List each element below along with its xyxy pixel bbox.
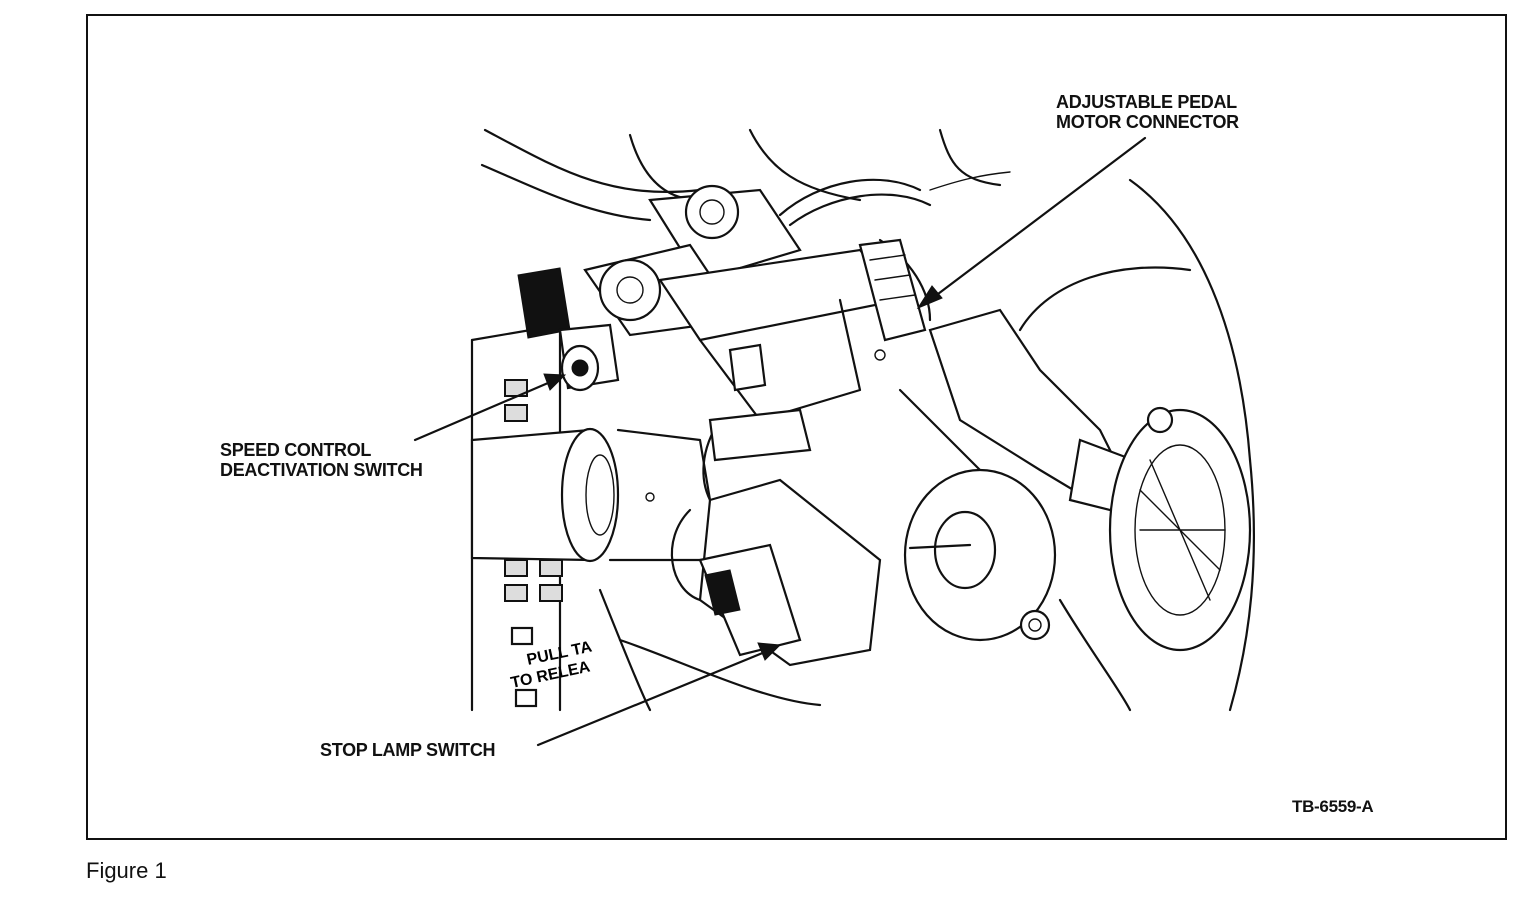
panel-slot	[504, 559, 528, 577]
label-line: ADJUSTABLE PEDAL	[1056, 92, 1237, 112]
pedal-connector-leader	[928, 136, 1147, 302]
bolt	[1146, 406, 1174, 434]
arrowhead	[543, 373, 567, 391]
adjustable-pedal-label: ADJUSTABLE PEDAL MOTOR CONNECTOR	[1056, 92, 1239, 132]
callout-arrows	[413, 136, 1147, 747]
panel-slot	[504, 584, 528, 602]
speed-control-label: SPEED CONTROL DEACTIVATION SWITCH	[220, 440, 423, 480]
stop-lamp-switch	[670, 408, 882, 667]
label-line: SPEED CONTROL	[220, 440, 372, 460]
label-line: MOTOR CONNECTOR	[1056, 112, 1239, 132]
hex-nut	[728, 343, 767, 392]
lower-outline	[598, 588, 1132, 712]
speed-control-deactivation-switch	[517, 267, 620, 392]
panel-slot	[539, 559, 563, 577]
figure-frame	[86, 14, 1507, 840]
pedal-bracket	[480, 128, 1002, 422]
stop-lamp-label: STOP LAMP SWITCH	[320, 740, 496, 760]
pedal-arm	[898, 178, 1256, 712]
figure-code: TB-6559-A	[1292, 797, 1374, 816]
panel-slot	[514, 688, 538, 708]
adjustable-pedal-motor-connector	[858, 238, 927, 342]
dash-panel	[470, 323, 563, 712]
bolt	[1019, 609, 1051, 641]
figure-caption: Figure 1	[86, 858, 167, 883]
speed-switch-leader	[413, 378, 557, 442]
arrowhead	[757, 642, 782, 661]
label-line: DEACTIVATION SWITCH	[220, 460, 423, 480]
arrowhead	[916, 285, 943, 310]
panel-slot	[539, 584, 563, 602]
column-tube	[470, 427, 722, 563]
panel-slot	[510, 626, 534, 646]
brake-booster	[903, 406, 1174, 642]
stop-lamp-leader	[536, 648, 772, 747]
panel-slot	[504, 404, 528, 422]
